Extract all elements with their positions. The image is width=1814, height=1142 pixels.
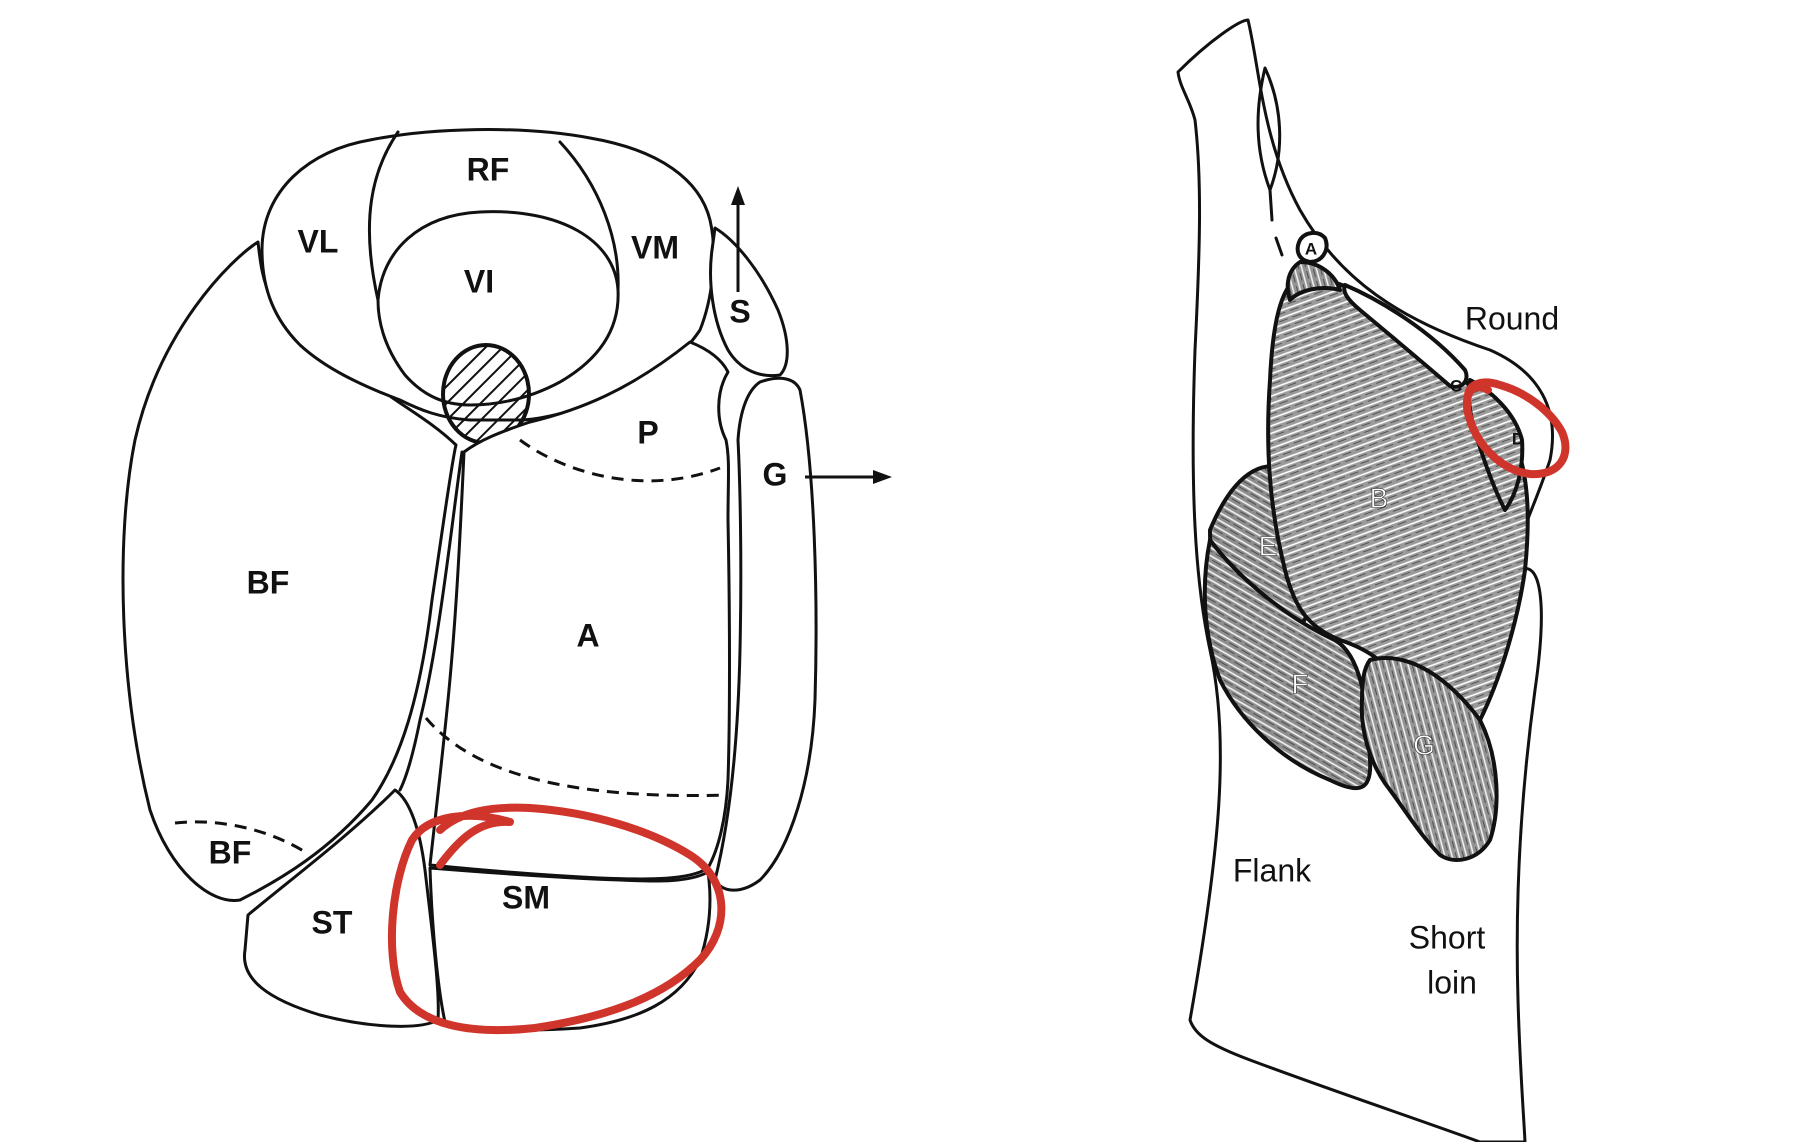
label-round: Round bbox=[1465, 300, 1559, 336]
label-bf-small: BF bbox=[209, 834, 252, 870]
label-g: G bbox=[763, 456, 788, 492]
muscle-s-region bbox=[709, 226, 789, 378]
muscle-c-region bbox=[1342, 283, 1469, 389]
label-vi: VI bbox=[464, 263, 494, 299]
label-short-loin-line2: loin bbox=[1427, 964, 1477, 1000]
bf-dashed-boundary bbox=[174, 820, 306, 854]
label-bf-main: BF bbox=[247, 564, 290, 600]
right-side-diagram: A B C D E F G Round Flank Short loin bbox=[1176, 18, 1570, 1142]
label-right-c: C bbox=[1450, 376, 1462, 395]
muscle-f-region bbox=[1202, 538, 1373, 791]
label-s: S bbox=[729, 293, 750, 329]
rf-right-divider bbox=[558, 140, 620, 292]
label-vl: VL bbox=[298, 223, 339, 259]
label-right-b: B bbox=[1370, 482, 1389, 513]
highlight-circle-d bbox=[1462, 378, 1570, 479]
label-rf: RF bbox=[467, 151, 510, 187]
label-sm: SM bbox=[502, 879, 550, 915]
muscle-a-surround bbox=[1285, 260, 1342, 302]
label-right-a: A bbox=[1305, 239, 1317, 258]
muscle-a-right-region bbox=[1295, 231, 1329, 264]
label-p: P bbox=[637, 414, 658, 450]
label-short-loin-line1: Short bbox=[1409, 919, 1486, 955]
label-right-e: E bbox=[1259, 530, 1278, 561]
highlight-circle-sm bbox=[387, 803, 726, 1035]
label-right-d: D bbox=[1512, 429, 1524, 448]
muscle-sm-region bbox=[428, 866, 712, 1032]
muscle-a-p-region bbox=[428, 340, 731, 881]
vi-outer-boundary bbox=[376, 210, 620, 407]
label-st: ST bbox=[312, 904, 353, 940]
top-cut-line bbox=[1268, 188, 1284, 257]
label-flank: Flank bbox=[1233, 852, 1312, 888]
label-a: A bbox=[576, 617, 599, 653]
rf-left-divider bbox=[367, 130, 400, 302]
left-cross-section-diagram: RF VL VM VI S P G BF A BF ST SM bbox=[121, 128, 892, 1035]
muscle-g-right-region bbox=[1359, 656, 1499, 862]
a-dashed-boundary bbox=[424, 717, 729, 798]
s-arrow-head bbox=[731, 186, 745, 205]
label-right-f: F bbox=[1291, 668, 1308, 699]
g-arrow-head bbox=[873, 470, 892, 484]
muscle-g-region bbox=[713, 376, 818, 892]
seam-lines bbox=[398, 450, 464, 792]
label-vm: VM bbox=[631, 229, 679, 265]
label-right-g: G bbox=[1413, 729, 1435, 760]
